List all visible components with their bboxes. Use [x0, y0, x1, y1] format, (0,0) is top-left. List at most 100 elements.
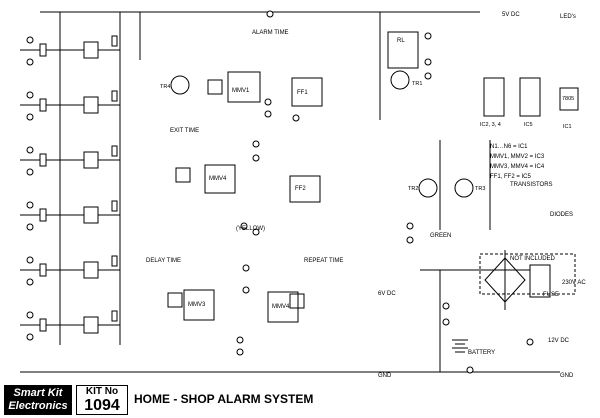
terminal [26, 168, 34, 176]
terminal [266, 10, 274, 18]
resistor [111, 145, 118, 157]
terminal [242, 286, 250, 294]
resistor [111, 255, 118, 267]
ac-label: 230V AC [562, 280, 586, 286]
terminal [424, 58, 432, 66]
v12dc-label: 12V DC [548, 338, 570, 344]
terminal [26, 91, 34, 99]
terminal [264, 98, 272, 106]
terminal [26, 36, 34, 44]
gate [83, 206, 99, 224]
not-included-box [479, 253, 576, 295]
kit-number-box: KIT No 1094 [76, 385, 128, 415]
svg-text:TR3: TR3 [475, 186, 485, 192]
ic-pkg-label: IC1 [563, 124, 572, 130]
kit-number: 1094 [84, 397, 120, 414]
gnd-label: GND [378, 373, 392, 379]
ic-legend-1: N1…N6 = IC1 [490, 144, 528, 150]
gnd-label-right: GND [560, 373, 574, 379]
logic-blocks [167, 71, 323, 323]
svg-text:TR1: TR1 [412, 81, 422, 87]
terminal [252, 154, 260, 162]
resistor [111, 35, 118, 47]
terminal [424, 32, 432, 40]
gate [83, 41, 99, 59]
terminal [26, 311, 34, 319]
terminal [424, 72, 432, 80]
terminal [242, 264, 250, 272]
ic-pkg-label: IC2, 3, 4 [480, 122, 501, 128]
gate [83, 96, 99, 114]
ic-legend-2: MMV1, MMV2 = IC3 [490, 154, 545, 160]
terminal [26, 201, 34, 209]
repeat-time-label: REPEAT TIME [304, 258, 343, 264]
transformer [529, 264, 551, 298]
switch-contact [39, 318, 47, 332]
terminal [406, 236, 414, 244]
terminal [406, 222, 414, 230]
relay [387, 31, 419, 69]
battery-label: BATTERY [468, 350, 495, 356]
diodes-label: DIODES [550, 212, 573, 218]
terminal [26, 223, 34, 231]
ic-legend-3: MMV3, MMV4 = IC4 [490, 164, 545, 170]
ic-legend-4: FF1, FF2 = IC5 [490, 174, 532, 180]
resistor [111, 310, 118, 322]
terminal [26, 333, 34, 341]
supply-label: 5V DC [502, 12, 520, 18]
kit-label: KIT No [85, 386, 119, 397]
regulator-label: 7805 [562, 96, 574, 102]
leds-label: LED's [560, 14, 576, 20]
gate [83, 151, 99, 169]
gate [83, 316, 99, 334]
resistor [111, 200, 118, 212]
alarm-time-label: ALARM TIME [252, 30, 289, 36]
terminal [240, 222, 248, 230]
v6dc-label: 6V DC [378, 291, 396, 297]
delay-time-label: DELAY TIME [146, 258, 181, 264]
not-included-label: NOT INCLUDED [510, 256, 556, 262]
terminal [252, 140, 260, 148]
brand-line-2: Electronics [8, 400, 68, 412]
switch-contact [39, 263, 47, 277]
brand-line-1: Smart Kit [13, 387, 63, 399]
terminal [26, 256, 34, 264]
terminal [26, 278, 34, 286]
gate [83, 261, 99, 279]
svg-text:MMV3: MMV3 [188, 302, 206, 308]
terminal [26, 146, 34, 154]
terminal [252, 228, 260, 236]
svg-text:TR2: TR2 [408, 186, 418, 192]
terminal [292, 114, 300, 122]
svg-text:RL: RL [397, 38, 405, 44]
switch-contact [39, 153, 47, 167]
input-channels [20, 35, 120, 341]
svg-text:MMV4: MMV4 [209, 176, 227, 182]
page-title: HOME - SHOP ALARM SYSTEM [134, 392, 314, 406]
terminal [236, 348, 244, 356]
terminal [442, 318, 450, 326]
terminal [442, 302, 450, 310]
ic-pkg-label: IC5 [524, 122, 533, 128]
terminal [264, 110, 272, 118]
terminal [26, 58, 34, 66]
brand-logo: Smart Kit Electronics [4, 385, 72, 415]
svg-text:MMV1: MMV1 [232, 88, 250, 94]
terminal [236, 336, 244, 344]
battery [452, 339, 468, 353]
switch-contact [39, 98, 47, 112]
transistors-label: TRANSISTORS [510, 182, 553, 188]
fuse-label: FUSE [543, 292, 559, 298]
terminal [26, 113, 34, 121]
switch-contact [39, 208, 47, 222]
bridge-rectifier [484, 257, 526, 303]
svg-text:FF1: FF1 [297, 90, 308, 96]
green-label: GREEN [430, 233, 451, 239]
terminal [526, 338, 534, 346]
resistor [111, 90, 118, 102]
exit-time-label: EXIT TIME [170, 128, 199, 134]
transistors [170, 70, 474, 198]
terminal [466, 366, 474, 374]
svg-text:TR4: TR4 [160, 84, 170, 90]
